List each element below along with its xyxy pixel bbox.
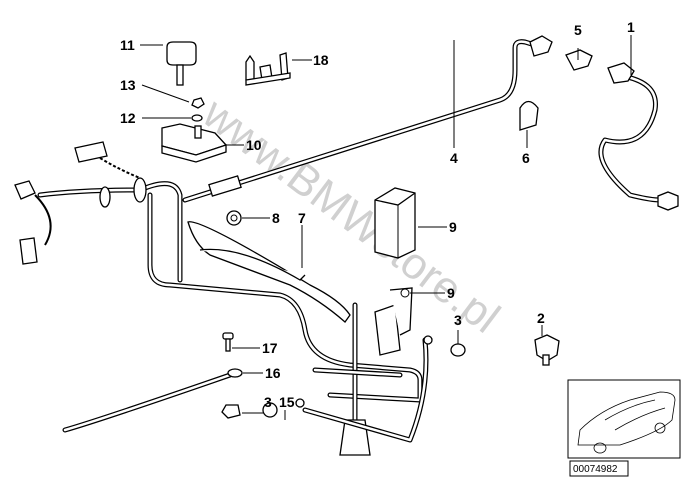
label-5: 5 [574,22,582,38]
cable-1 [598,62,679,211]
label-9: 9 [447,285,455,301]
label-15: 15 [279,394,295,410]
part-13-washer [191,114,203,122]
label-1: 1 [627,19,635,35]
label-11: 10 [246,137,262,153]
label-18: 18 [313,52,329,68]
label-3-right: 3 [454,312,462,328]
wiring-harness [14,141,423,403]
label-2: 2 [537,310,545,326]
part-11-terminal-block [161,123,228,163]
part-17-bolt [222,332,234,352]
part-14-nut [191,97,205,109]
part-3-nut-right [450,343,466,357]
part-8-grommet [226,210,242,226]
part-7-cover [187,221,351,323]
label-17: 17 [262,340,278,356]
label-8: 8 [272,210,280,226]
label-13: 12 [120,110,136,126]
vehicle-outline-icon [577,391,676,454]
part-9-bracket [374,287,413,356]
part-10-relay-box [374,187,416,259]
reference-number: 00074982 [573,464,618,475]
part-2-clamp [534,334,560,366]
vehicle-thumbnail[interactable]: 00074982 [567,379,681,477]
label-4: 4 [450,150,458,166]
part-3-nut-lower [221,404,241,419]
leader-lines [140,35,632,420]
part-6-clip [519,100,539,131]
label-10: 9 [449,219,457,235]
ground-strap [302,302,433,456]
part-18-bracket [245,52,291,86]
label-16: 16 [265,365,281,381]
part-12-cap [166,41,197,86]
part-5-terminal [565,49,593,71]
part-15-grommet [262,398,305,418]
label-14: 13 [120,77,136,93]
label-7: 7 [298,210,306,226]
cable-16 [62,368,243,433]
label-6: 6 [522,150,530,166]
label-3-lower: 3 [264,394,272,410]
label-12: 11 [120,37,135,53]
cable-4 [182,35,553,203]
